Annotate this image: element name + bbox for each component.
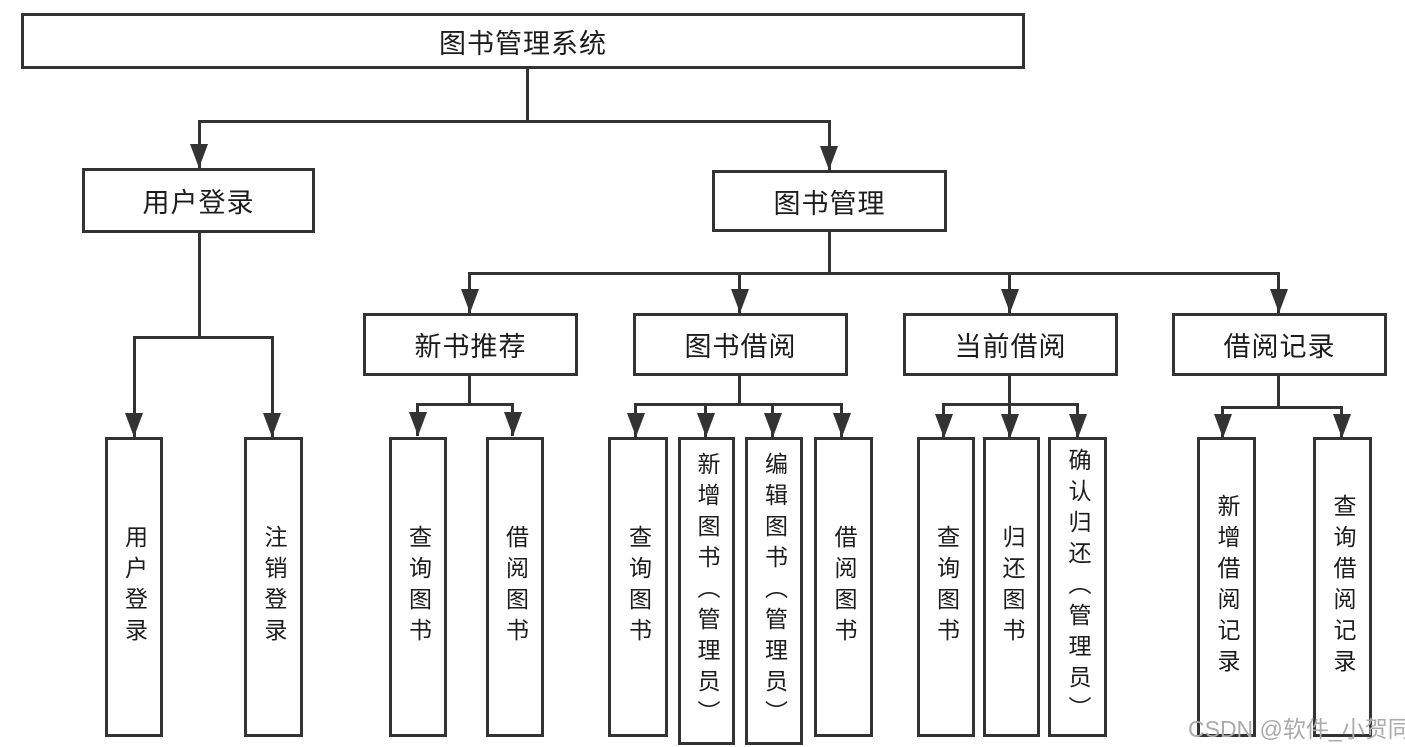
node-label: 归还图书 [999, 525, 1025, 649]
node-label: 确认归还（管理员） [1065, 447, 1091, 727]
arrowhead-down-icon [504, 412, 522, 436]
arrowhead-down-icon [731, 289, 749, 313]
connector-line [828, 232, 831, 272]
arrowhead-down-icon [1069, 414, 1087, 438]
leaf-node-query-books: 查询图书 [389, 437, 447, 737]
connector-line [133, 336, 274, 339]
connector-line [198, 233, 201, 336]
arrowhead-down-icon [820, 146, 838, 170]
node-label: 借阅图书 [831, 525, 857, 649]
connector-line [1277, 376, 1280, 406]
arrowhead-down-icon [1333, 414, 1351, 438]
node-label: 用户登录 [121, 525, 148, 649]
node-book-management: 图书管理 [712, 170, 947, 232]
arrowhead-down-icon [190, 144, 208, 168]
leaf-node-query-borrow-record: 查询借阅记录 [1313, 437, 1372, 737]
connector-line [1222, 406, 1343, 409]
node-label: 查询图书 [625, 525, 652, 649]
leaf-node-return-books: 归还图书 [983, 437, 1040, 737]
connector-line [635, 403, 843, 406]
arrowhead-down-icon [125, 413, 143, 437]
node-label: 借阅记录 [1223, 332, 1336, 362]
connector-line [198, 120, 830, 123]
arrowhead-down-icon [627, 413, 645, 437]
connector-line [271, 336, 274, 437]
node-label: 新书推荐 [414, 332, 527, 362]
leaf-node-borrow-books: 借阅图书 [486, 437, 544, 737]
node-label: 编辑图书（管理员） [761, 451, 788, 731]
arrowhead-down-icon [1270, 289, 1288, 313]
node-label: 查询图书 [933, 525, 960, 649]
connector-line [526, 68, 529, 120]
connector-line [133, 336, 136, 437]
leaf-node-confirm-return-admin: 确认归还（管理员） [1048, 437, 1107, 737]
node-new-book-recommend: 新书推荐 [363, 313, 578, 376]
node-label: 查询借阅记录 [1330, 494, 1356, 680]
node-label: 当前借阅 [954, 332, 1067, 362]
node-label: 注销登录 [261, 525, 287, 649]
connector-line [828, 120, 831, 170]
leaf-node-query-books: 查询图书 [917, 437, 975, 737]
leaf-node-query-books: 查询图书 [608, 437, 668, 737]
connector-line [469, 272, 1280, 275]
node-label: 图书管理系统 [439, 28, 607, 59]
arrowhead-down-icon [764, 413, 782, 437]
node-book-borrow: 图书借阅 [633, 313, 848, 376]
arrowhead-down-icon [833, 413, 851, 437]
arrowhead-down-icon [409, 412, 427, 436]
connector-line [417, 403, 514, 406]
node-library-management-system: 图书管理系统 [21, 13, 1025, 69]
arrowhead-down-icon [1214, 414, 1232, 438]
node-label: 图书管理 [773, 188, 886, 219]
arrowhead-down-icon [697, 413, 715, 437]
node-label: 用户登录 [142, 188, 255, 218]
node-label: 新增借阅记录 [1214, 494, 1240, 680]
arrowhead-down-icon [461, 289, 479, 313]
connector-line [468, 376, 471, 403]
node-label: 查询图书 [405, 525, 432, 649]
arrowhead-down-icon [1001, 414, 1019, 438]
node-current-borrow: 当前借阅 [903, 313, 1118, 376]
leaf-node-add-borrow-record: 新增借阅记录 [1197, 437, 1256, 737]
leaf-node-user-login: 用户登录 [105, 437, 163, 737]
connector-line [738, 376, 741, 403]
csdn-watermark: CSDN @软件_小贺同学 [1188, 716, 1405, 742]
connector-line [1008, 376, 1011, 403]
node-label: 借阅图书 [502, 525, 529, 649]
node-user-login: 用户登录 [82, 168, 315, 233]
leaf-node-add-books-admin: 新增图书（管理员） [678, 437, 735, 745]
arrowhead-down-icon [1001, 289, 1019, 313]
leaf-node-logout: 注销登录 [244, 437, 303, 737]
connector-line [943, 403, 1079, 406]
leaf-node-edit-books-admin: 编辑图书（管理员） [745, 437, 803, 745]
leaf-node-borrow-books: 借阅图书 [814, 437, 873, 737]
node-borrow-record: 借阅记录 [1172, 313, 1387, 376]
arrowhead-down-icon [935, 414, 953, 438]
node-label: 新增图书（管理员） [694, 451, 720, 731]
arrowhead-down-icon [263, 413, 281, 437]
node-label: 图书借阅 [684, 332, 797, 362]
